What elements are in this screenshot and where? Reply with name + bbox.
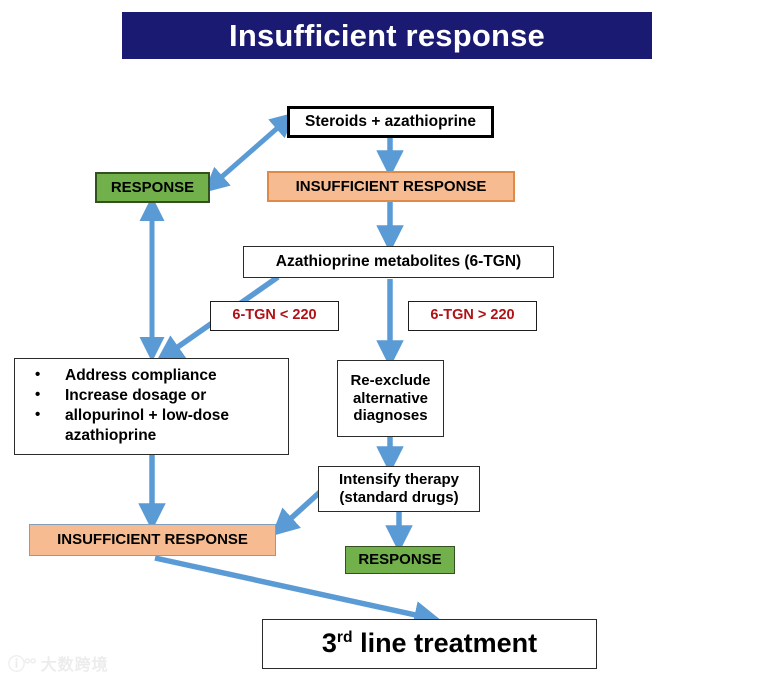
actions-bullet-list: Address compliance Increase dosage or al… bbox=[19, 365, 229, 447]
list-item: allopurinol + low-dose azathioprine bbox=[31, 405, 229, 446]
page-title: Insufficient response bbox=[229, 17, 545, 53]
node-insufficient-response-top[interactable]: INSUFFICIENT RESPONSE bbox=[267, 171, 515, 202]
list-item: Address compliance bbox=[31, 365, 229, 386]
node-criterion-6tgn-low[interactable]: 6-TGN < 220 bbox=[210, 301, 339, 331]
node-steroids-azathioprine[interactable]: Steroids + azathioprine bbox=[287, 106, 494, 138]
node-actions-list[interactable]: Address compliance Increase dosage or al… bbox=[14, 358, 289, 455]
node-azathioprine-metabolites[interactable]: Azathioprine metabolites (6-TGN) bbox=[243, 246, 554, 278]
list-item: Increase dosage or bbox=[31, 385, 229, 406]
third-line-text: 3rd line treatment bbox=[321, 628, 538, 659]
watermark: ⓘ°° 大数跨境 bbox=[8, 650, 109, 675]
node-criterion-6tgn-high[interactable]: 6-TGN > 220 bbox=[408, 301, 537, 331]
node-third-line-treatment[interactable]: 3rd line treatment bbox=[262, 619, 597, 669]
slide-title-banner: Insufficient response bbox=[122, 12, 652, 59]
node-response-bottom[interactable]: RESPONSE bbox=[345, 546, 455, 574]
node-intensify-therapy[interactable]: Intensify therapy (standard drugs) bbox=[318, 466, 480, 512]
node-reexclude-alternative-diagnoses[interactable]: Re-exclude alternative diagnoses bbox=[337, 360, 444, 437]
watermark-logo-icon: ⓘ°° bbox=[8, 655, 37, 674]
watermark-text: 大数跨境 bbox=[40, 656, 109, 674]
node-insufficient-response-bottom[interactable]: INSUFFICIENT RESPONSE bbox=[29, 524, 276, 556]
node-response-top[interactable]: RESPONSE bbox=[95, 172, 210, 203]
arrow-intensify-to-insufficient-bottom bbox=[271, 489, 322, 537]
